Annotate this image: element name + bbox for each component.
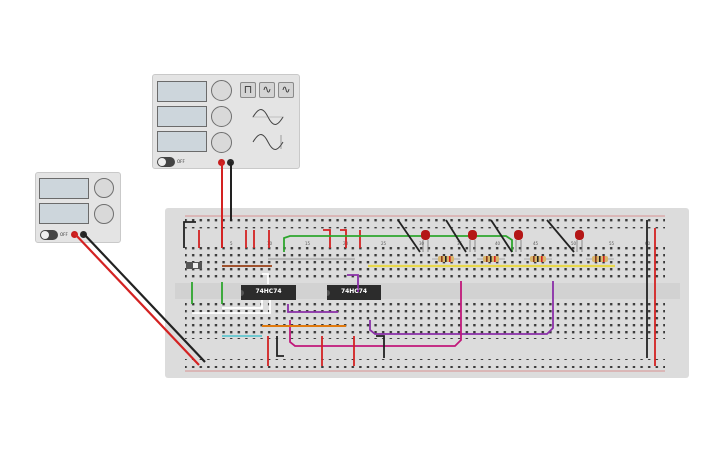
red-jumper[interactable] [323, 229, 331, 248]
power-supply-power-toggle[interactable] [40, 230, 58, 240]
column-number: 5 [230, 241, 233, 246]
resistor[interactable] [524, 256, 552, 262]
led[interactable] [468, 230, 477, 252]
function-generator-power-toggle[interactable] [157, 157, 175, 167]
function-generator-toggle-label: OFF [177, 159, 185, 164]
function-generator-display-offset [157, 131, 207, 152]
ic-chip-74hc74-1[interactable] [241, 285, 296, 300]
purple-wire[interactable] [347, 274, 359, 292]
voltage-knob[interactable] [94, 178, 114, 198]
column-number: 50 [571, 241, 577, 246]
black-jumper[interactable] [376, 335, 385, 358]
column-number: 40 [495, 241, 501, 246]
purple-wire[interactable] [287, 304, 338, 313]
triangle-wave-button[interactable]: ∿ [278, 82, 294, 98]
white-wire[interactable] [262, 273, 269, 284]
red-jumper[interactable] [340, 229, 347, 248]
resistor[interactable] [477, 256, 505, 262]
sine-wave-icon [252, 109, 284, 125]
supply-negative-wire[interactable] [82, 232, 206, 363]
function-generator-display-frequency [157, 81, 207, 102]
led-ground-wire[interactable] [397, 219, 421, 253]
chip-label: 74HC74 [340, 288, 368, 295]
resistor[interactable] [586, 256, 614, 262]
column-number: 55 [609, 241, 615, 246]
offset-knob[interactable] [211, 132, 232, 153]
power-supply-display-current [39, 203, 89, 224]
column-number: 30 [419, 241, 425, 246]
column-number: 35 [457, 241, 463, 246]
white-wire[interactable] [222, 300, 263, 309]
column-number: 45 [533, 241, 539, 246]
black-jumper[interactable] [183, 221, 196, 248]
square-wave-button[interactable]: ⊓ [240, 82, 256, 98]
led[interactable] [575, 230, 584, 252]
function-generator-display-amplitude [157, 106, 207, 127]
column-number: 25 [381, 241, 387, 246]
column-number: 15 [305, 241, 311, 246]
sine-wave-button[interactable]: ∿ [259, 82, 275, 98]
magenta-wire[interactable] [289, 281, 462, 347]
ic-chip-74hc74-2[interactable] [327, 285, 381, 300]
led[interactable] [514, 230, 523, 252]
black-jumper[interactable] [276, 336, 284, 357]
resistor[interactable] [432, 256, 460, 262]
power-supply-display-voltage [39, 178, 89, 199]
led-ground-wire[interactable] [546, 219, 575, 253]
green-wire[interactable] [283, 235, 513, 252]
amplitude-knob[interactable] [211, 106, 232, 127]
frequency-knob[interactable] [211, 80, 232, 101]
led-ground-wire[interactable] [490, 219, 513, 253]
led[interactable] [421, 230, 430, 252]
current-knob[interactable] [94, 204, 114, 224]
white-wire[interactable] [192, 300, 271, 314]
offset-wave-icon [252, 134, 284, 150]
power-supply-toggle-label: OFF [60, 232, 68, 237]
supply-positive-wire[interactable] [73, 232, 200, 366]
power-supply: OFF [35, 172, 121, 243]
slide-switch[interactable] [186, 262, 202, 269]
chip-label: 74HC74 [255, 288, 282, 295]
led-ground-wire[interactable] [445, 219, 467, 253]
